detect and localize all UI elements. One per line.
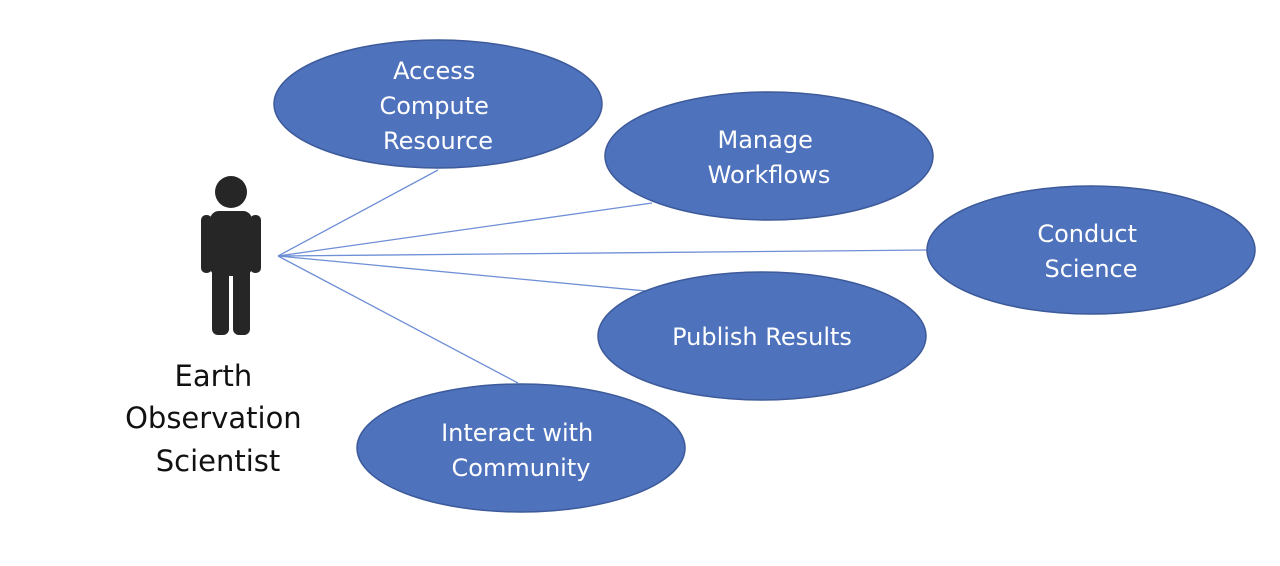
use-case-label-line: Community bbox=[452, 454, 591, 482]
use-case-label-line: Compute bbox=[379, 92, 488, 120]
use-case-label-line: Workflows bbox=[708, 161, 831, 189]
use-case-label: Interact with Community bbox=[441, 419, 601, 482]
use-case-ellipse bbox=[926, 185, 1256, 315]
person-icon bbox=[201, 176, 261, 335]
connector-publish-results bbox=[277, 255, 647, 292]
actor: Earth Observation Scientist bbox=[125, 176, 311, 478]
use-case-publish-results[interactable]: Publish Results bbox=[597, 271, 927, 401]
use-case-label-line: Resource bbox=[383, 127, 493, 155]
use-case-interact-with-community[interactable]: Interact with Community bbox=[356, 383, 686, 513]
actor-label-line: Earth bbox=[175, 359, 253, 393]
use-case-label: Publish Results bbox=[672, 323, 852, 351]
use-case-label-line: Access bbox=[393, 57, 475, 85]
use-case-label: Access Compute Resource bbox=[379, 57, 496, 155]
use-case-ellipse bbox=[597, 271, 927, 401]
connector-interact-with-community bbox=[277, 255, 519, 384]
use-case-label-line: Science bbox=[1044, 255, 1137, 283]
connector-conduct-science bbox=[277, 249, 929, 257]
use-case-label-line: Interact with bbox=[441, 419, 593, 447]
actor-label-line: Observation bbox=[125, 401, 302, 435]
use-case-label: Conduct Science bbox=[1037, 220, 1144, 283]
use-case-conduct-science[interactable]: Conduct Science bbox=[926, 185, 1256, 315]
connector-access-compute-resource bbox=[277, 169, 439, 257]
use-case-ellipse bbox=[356, 383, 686, 513]
actor-label-line: Scientist bbox=[156, 444, 281, 478]
connector-manage-workflows bbox=[277, 202, 653, 257]
use-case-ellipse bbox=[273, 39, 603, 169]
use-case-label-line: Conduct bbox=[1037, 220, 1137, 248]
use-case-label: Manage Workflows bbox=[708, 126, 831, 189]
actor-label: Earth Observation Scientist bbox=[125, 359, 311, 478]
use-case-ellipse bbox=[604, 91, 934, 221]
connectors bbox=[277, 169, 929, 384]
use-case-access-compute-resource[interactable]: Access Compute Resource bbox=[273, 39, 603, 169]
use-case-label-line: Publish Results bbox=[672, 323, 852, 351]
use-case-label-line: Manage bbox=[718, 126, 813, 154]
use-case-manage-workflows[interactable]: Manage Workflows bbox=[604, 91, 934, 221]
